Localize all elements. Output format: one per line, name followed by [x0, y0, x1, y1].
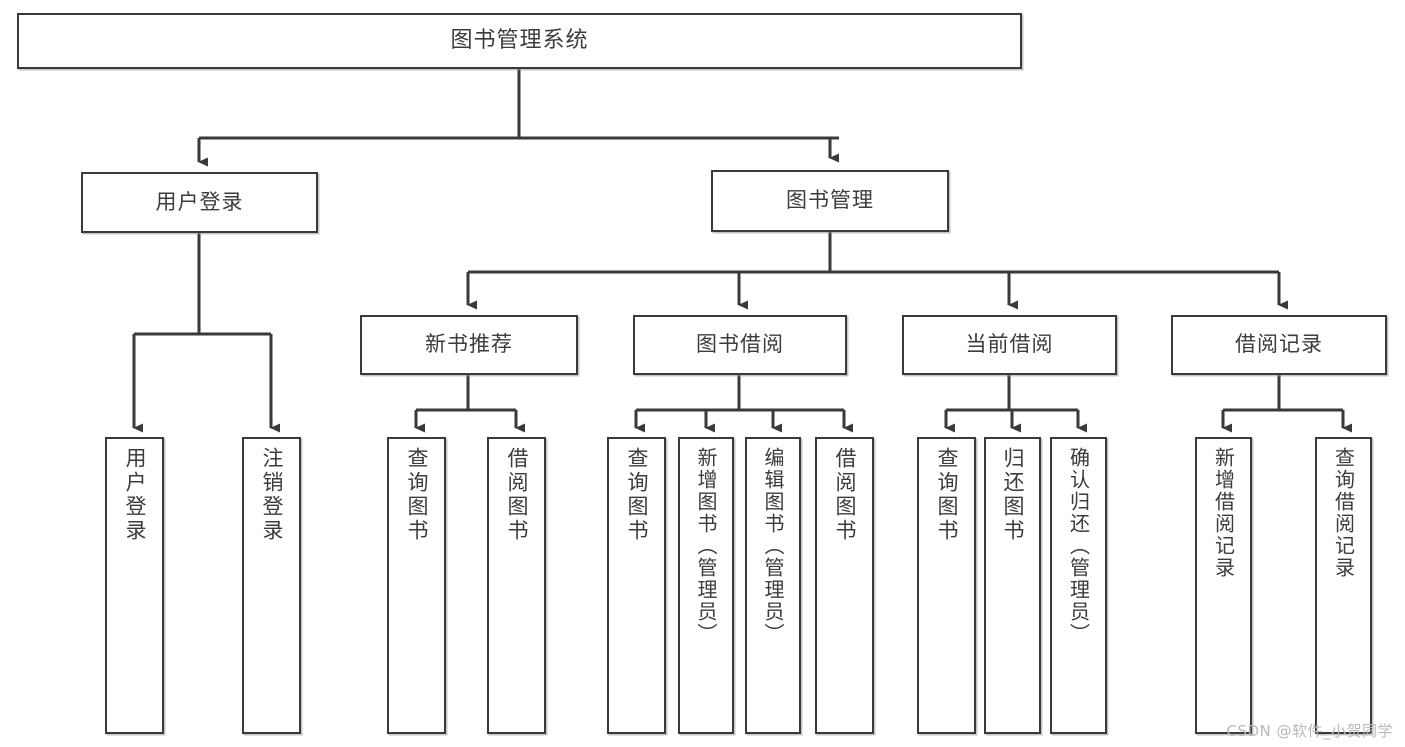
node-current-borrow[interactable]: 当前借阅: [902, 315, 1117, 375]
node-label: 新增图书（管理员）: [694, 447, 718, 645]
node-label: 图书借阅: [696, 332, 784, 357]
node-label: 查询图书: [935, 447, 959, 543]
node-label: 图书管理: [786, 188, 874, 213]
node-label: 查询图书: [625, 447, 649, 543]
node-book-borrow[interactable]: 图书借阅: [633, 315, 847, 375]
node-label: 新书推荐: [425, 332, 513, 357]
node-leaf-query-book-3[interactable]: 查询图书: [917, 437, 976, 734]
node-label: 借阅图书: [505, 447, 529, 543]
node-book-management[interactable]: 图书管理: [711, 170, 949, 232]
node-leaf-query-record[interactable]: 查询借阅记录: [1315, 437, 1372, 734]
node-label: 确认归还（管理员）: [1066, 447, 1091, 645]
watermark-text: CSDN @软件_小贺同学: [1226, 722, 1393, 740]
node-user-login[interactable]: 用户登录: [81, 172, 318, 233]
node-label: 借阅记录: [1235, 332, 1323, 357]
node-leaf-query-book-2[interactable]: 查询图书: [607, 437, 666, 734]
node-root-book-management-system[interactable]: 图书管理系统: [17, 13, 1022, 69]
node-leaf-logout-login[interactable]: 注销登录: [242, 437, 301, 734]
node-leaf-confirm-return[interactable]: 确认归还（管理员）: [1050, 437, 1107, 734]
node-leaf-borrow-book-1[interactable]: 借阅图书: [487, 437, 546, 734]
node-borrow-record[interactable]: 借阅记录: [1171, 315, 1387, 375]
node-label: 借阅图书: [833, 447, 857, 543]
node-leaf-return-book[interactable]: 归还图书: [984, 437, 1041, 734]
node-new-book-recommend[interactable]: 新书推荐: [360, 315, 578, 375]
node-leaf-query-book-1[interactable]: 查询图书: [387, 437, 446, 734]
node-label: 用户登录: [123, 447, 147, 543]
node-label: 查询图书: [405, 447, 429, 543]
node-label: 编辑图书（管理员）: [761, 447, 785, 645]
node-leaf-borrow-book-2[interactable]: 借阅图书: [815, 437, 874, 734]
node-label: 用户登录: [155, 189, 244, 214]
node-leaf-user-login[interactable]: 用户登录: [105, 437, 164, 734]
node-leaf-add-book[interactable]: 新增图书（管理员）: [678, 437, 734, 734]
node-leaf-edit-book[interactable]: 编辑图书（管理员）: [745, 437, 801, 734]
node-label: 注销登录: [260, 447, 284, 543]
node-label: 当前借阅: [965, 332, 1054, 357]
node-label: 新增借阅记录: [1211, 447, 1236, 579]
node-leaf-add-record[interactable]: 新增借阅记录: [1195, 437, 1252, 734]
node-label: 查询借阅记录: [1331, 447, 1356, 579]
node-label: 图书管理系统: [450, 27, 589, 53]
node-label: 归还图书: [1001, 447, 1025, 543]
